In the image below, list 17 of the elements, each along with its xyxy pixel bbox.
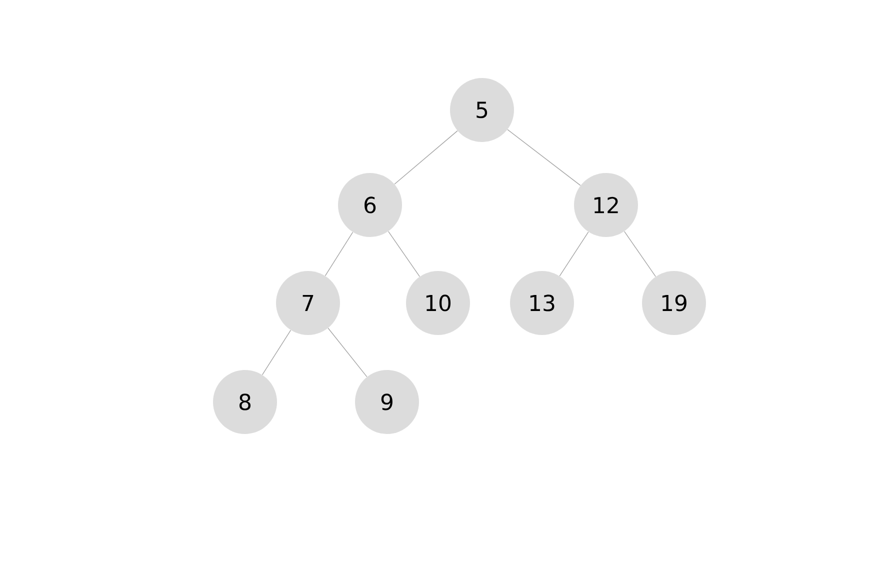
tree-node: 19 [642,271,706,335]
connector-line [559,232,589,276]
tree-node: 6 [338,173,402,237]
tree-node: 5 [450,78,514,142]
tree-node: 7 [276,271,340,335]
tree-node: 12 [574,173,638,237]
tree-node: 8 [213,370,277,434]
connector-line [394,130,458,185]
connector-line [262,330,292,376]
connector-line [328,328,368,378]
tree-node: 13 [510,271,574,335]
connector-line [507,129,581,186]
tree-node: 9 [355,370,419,434]
connector-line [624,231,656,277]
tree-node: 10 [406,271,470,335]
connector-line [324,232,354,276]
connector-line [388,231,420,277]
